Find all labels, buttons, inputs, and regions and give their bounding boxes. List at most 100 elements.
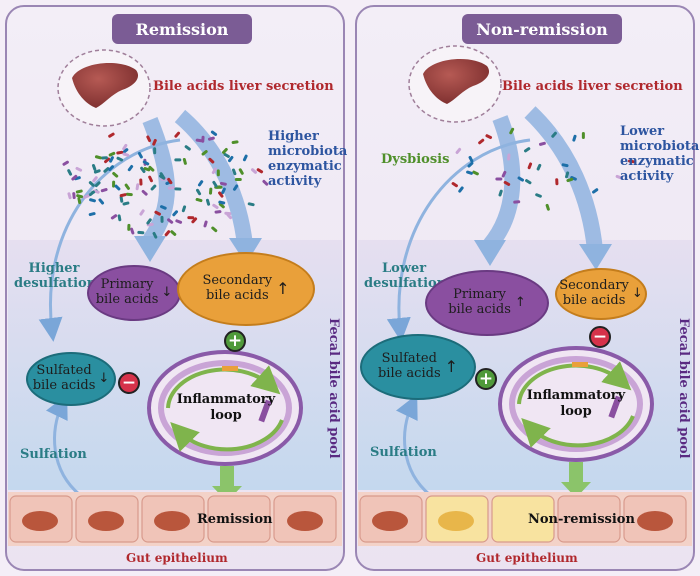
- sulfated-bile-acids-label-right: Sulfated bile acids: [377, 351, 441, 381]
- bacterium: [71, 174, 78, 181]
- panel-title-non-remission: Non-remission: [462, 14, 622, 44]
- bacterium: [98, 198, 105, 205]
- inflammatory-loop-label-right: Inflammatory loop: [526, 388, 626, 419]
- bacterium: [124, 183, 130, 190]
- secondary-trend-arrow-right: ↓: [631, 285, 643, 301]
- bacterium: [551, 131, 557, 138]
- bacterium: [94, 155, 102, 160]
- bacterium: [184, 145, 191, 151]
- bacterium: [164, 230, 171, 237]
- bacterium: [88, 212, 96, 217]
- sulfated-bile-acids-oval-right: Sulfated bile acids↑: [360, 334, 476, 400]
- bacterium: [211, 167, 217, 175]
- bacterium: [513, 200, 521, 204]
- bacterium: [182, 157, 187, 165]
- fecal-pool-label-left: Fecal bile acid pool: [325, 318, 341, 459]
- bacterium: [83, 194, 90, 199]
- panel-title-remission: Remission: [112, 14, 252, 44]
- bacterium: [137, 151, 143, 159]
- bacterium: [197, 180, 204, 187]
- bacterium: [148, 165, 155, 172]
- bacterium: [195, 197, 203, 203]
- bacterium: [76, 194, 84, 199]
- bacterium: [112, 180, 116, 188]
- gut-epithelium-label: Gut epithelium: [126, 551, 228, 565]
- bacterium: [524, 147, 531, 153]
- bacterium: [143, 167, 151, 172]
- bacterium: [152, 231, 158, 239]
- bacterium: [167, 218, 174, 224]
- sulfated-trend-arrow: ↓: [98, 370, 110, 386]
- bacterium: [555, 178, 559, 186]
- secondary-bile-acids-label: Secondary bile acids: [202, 273, 273, 303]
- bacterium: [572, 134, 577, 142]
- bacterium: [535, 193, 542, 198]
- bacterium: [627, 159, 635, 164]
- bacterium: [122, 201, 130, 206]
- bacterium: [262, 179, 269, 186]
- bacterium: [581, 132, 585, 140]
- bacterium: [174, 158, 182, 162]
- bacterium: [139, 178, 143, 186]
- bacterium: [119, 193, 127, 198]
- bacterium: [170, 230, 177, 236]
- liver-secretion-label-right: Bile acids liver secretion: [502, 79, 683, 94]
- bacterium: [108, 151, 116, 157]
- bacteria-cluster-right: [451, 127, 635, 211]
- bacterium: [218, 191, 224, 198]
- bacterium: [72, 192, 76, 200]
- sulfated-bile-acids-oval: Sulfated bile acids↓: [26, 352, 116, 406]
- bacterium: [104, 157, 111, 164]
- bacterium: [122, 152, 130, 157]
- bacterium: [209, 187, 213, 195]
- bacterium: [187, 216, 195, 220]
- bacterium: [174, 187, 182, 191]
- bacterium: [110, 214, 118, 220]
- bacterium: [119, 195, 124, 203]
- bacterium: [195, 138, 203, 143]
- bacterium: [122, 143, 128, 151]
- bacterium: [160, 215, 164, 223]
- bacterium: [117, 214, 122, 222]
- bacterium: [127, 165, 134, 172]
- bacterium: [116, 156, 124, 162]
- bacterium: [175, 219, 183, 224]
- bacterium: [160, 205, 167, 210]
- primary-bile-acids-label-right: Primary bile acids: [448, 287, 511, 317]
- bacterium: [224, 211, 232, 216]
- desulfation-label: Higher desulfation: [14, 261, 97, 291]
- sulfation-label: Sulfation: [20, 447, 87, 462]
- bacterium: [218, 202, 225, 209]
- bacterium: [153, 147, 157, 155]
- outcome-label-non-remission: Non-remission: [528, 512, 635, 527]
- bacterium: [222, 147, 228, 154]
- inflammatory-loop-label: Inflammatory loop: [176, 392, 276, 423]
- sulfated-trend-arrow-right: ↑: [444, 356, 459, 376]
- sulfation-label-right: Sulfation: [370, 445, 437, 460]
- bacterium: [148, 175, 153, 183]
- bacterium: [139, 209, 145, 216]
- bacterium: [238, 168, 244, 175]
- primary-bile-acids-oval-right: Primary bile acids↑: [425, 270, 549, 336]
- bacterium: [174, 131, 181, 138]
- minus-icon-right: −: [589, 326, 611, 348]
- bacterium: [472, 170, 479, 176]
- bacterium: [539, 141, 546, 146]
- primary-trend-arrow: ↓: [161, 284, 173, 300]
- bacterium: [509, 127, 515, 135]
- bacterium: [495, 177, 503, 181]
- bacterium: [88, 190, 95, 197]
- bacterium: [527, 162, 533, 170]
- plus-icon: +: [224, 330, 246, 352]
- bacterium: [62, 160, 69, 166]
- bacterium: [203, 220, 208, 228]
- bacterium: [592, 188, 599, 194]
- bacterium: [467, 161, 474, 168]
- bacterium: [525, 179, 532, 185]
- bacterium: [142, 160, 150, 166]
- secondary-bile-acids-label-right: Secondary bile acids: [559, 278, 629, 308]
- desulfation-label-right: Lower desulfation: [364, 261, 447, 291]
- bacterium: [256, 168, 264, 174]
- bacterium: [146, 218, 152, 225]
- secondary-bile-acids-oval-right: Secondary bile acids↓: [555, 268, 647, 320]
